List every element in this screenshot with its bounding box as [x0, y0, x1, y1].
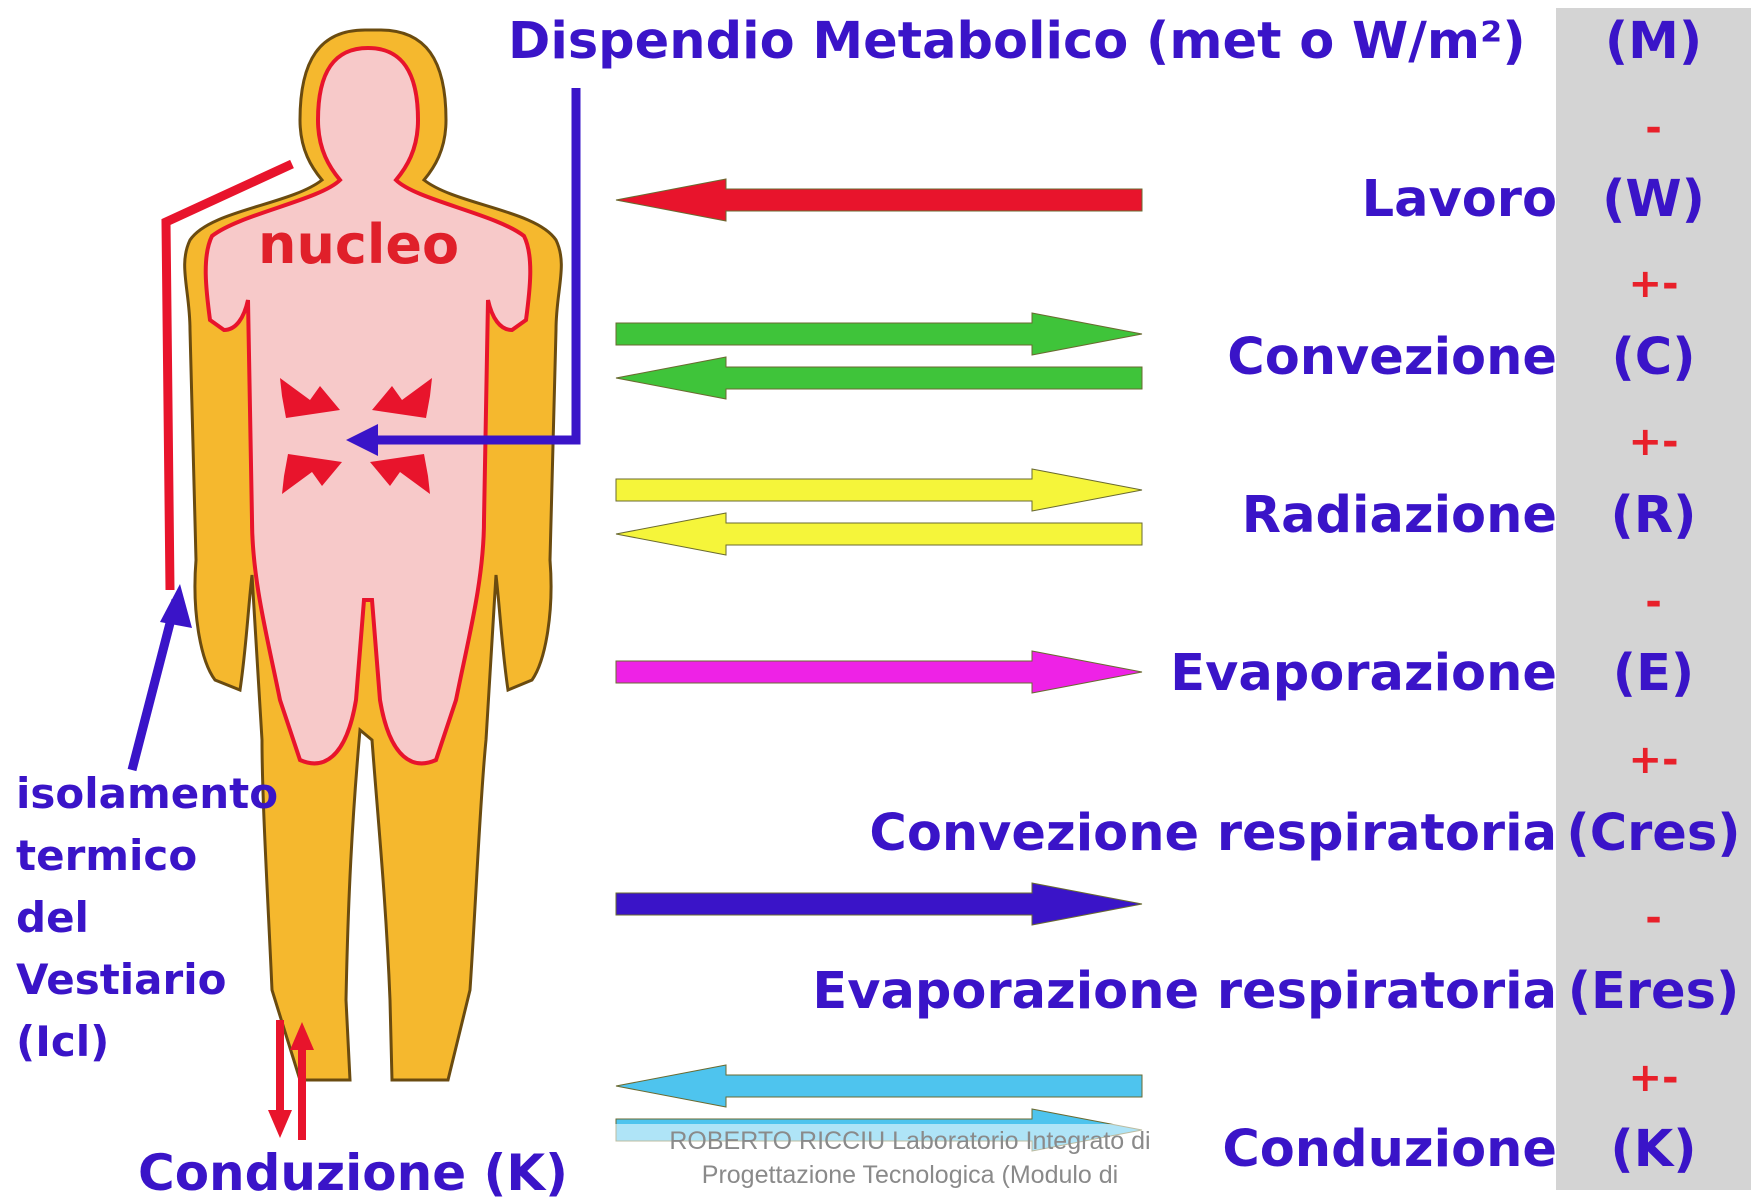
header-symbol: (M) — [1556, 16, 1751, 67]
flow-arrow-evaporazione-right — [616, 651, 1142, 693]
term-symbol-c: (C) — [1556, 332, 1751, 383]
sign-convezione-respiratoria: +- — [1556, 740, 1751, 780]
term-label-evaporazione: Evaporazione — [1170, 648, 1557, 699]
term-label-radiazione: Radiazione — [1242, 490, 1557, 541]
term-label-lavoro: Lavoro — [1362, 174, 1557, 225]
flow-arrow-convezione-left — [616, 357, 1142, 399]
sign-evaporazione-respiratoria: - — [1556, 898, 1751, 938]
flow-arrow-conduzione-left — [616, 1065, 1142, 1107]
insulation-label-line: Vestiario — [16, 949, 278, 1011]
insulation-label-line: (Icl) — [16, 1011, 278, 1073]
flow-arrow-radiazione-left — [616, 513, 1142, 555]
bottom-conduction-label: Conduzione (K) — [138, 1148, 568, 1198]
insulation-label-line: del — [16, 887, 278, 949]
insulation-pointer — [132, 600, 176, 770]
term-label-convezione-respiratoria: Convezione respiratoria — [869, 808, 1557, 859]
term-symbol-cres: (Cres) — [1556, 808, 1751, 859]
sign-lavoro: - — [1556, 108, 1751, 148]
insulation-label-line: termico — [16, 825, 278, 887]
credits-line: Progettazione Tecnologica (Modulo di — [600, 1158, 1220, 1192]
credits-footer: ROBERTO RICCIU Laboratorio Integrato di … — [600, 1124, 1220, 1192]
sign-evaporazione: - — [1556, 582, 1751, 622]
credits-line: ROBERTO RICCIU Laboratorio Integrato di — [600, 1124, 1220, 1158]
flow-arrow-radiazione-right — [616, 469, 1142, 511]
sign-radiazione: +- — [1556, 422, 1751, 462]
term-symbol-r: (R) — [1556, 490, 1751, 541]
term-symbol-w: (W) — [1556, 174, 1751, 225]
sign-conduzione: +- — [1556, 1058, 1751, 1098]
sign-convezione: +- — [1556, 264, 1751, 304]
term-label-convezione: Convezione — [1227, 332, 1557, 383]
header-label: Dispendio Metabolico (met o W/m²) — [508, 16, 1526, 67]
term-label-evaporazione-respiratoria: Evaporazione respiratoria — [812, 966, 1557, 1017]
core-label: nucleo — [258, 218, 459, 272]
flow-arrow-lavoro-left — [616, 179, 1142, 221]
insulation-label: isolamento termico del Vestiario (Icl) — [16, 763, 278, 1073]
term-symbol-eres: (Eres) — [1556, 966, 1751, 1017]
term-symbol-e: (E) — [1556, 648, 1751, 699]
insulation-label-line: isolamento — [16, 763, 278, 825]
term-symbol-k: (K) — [1556, 1124, 1751, 1175]
term-label-conduzione: Conduzione — [1222, 1124, 1557, 1175]
flow-arrow-convezione-respiratoria-right — [616, 883, 1142, 925]
flow-arrow-convezione-right — [616, 313, 1142, 355]
